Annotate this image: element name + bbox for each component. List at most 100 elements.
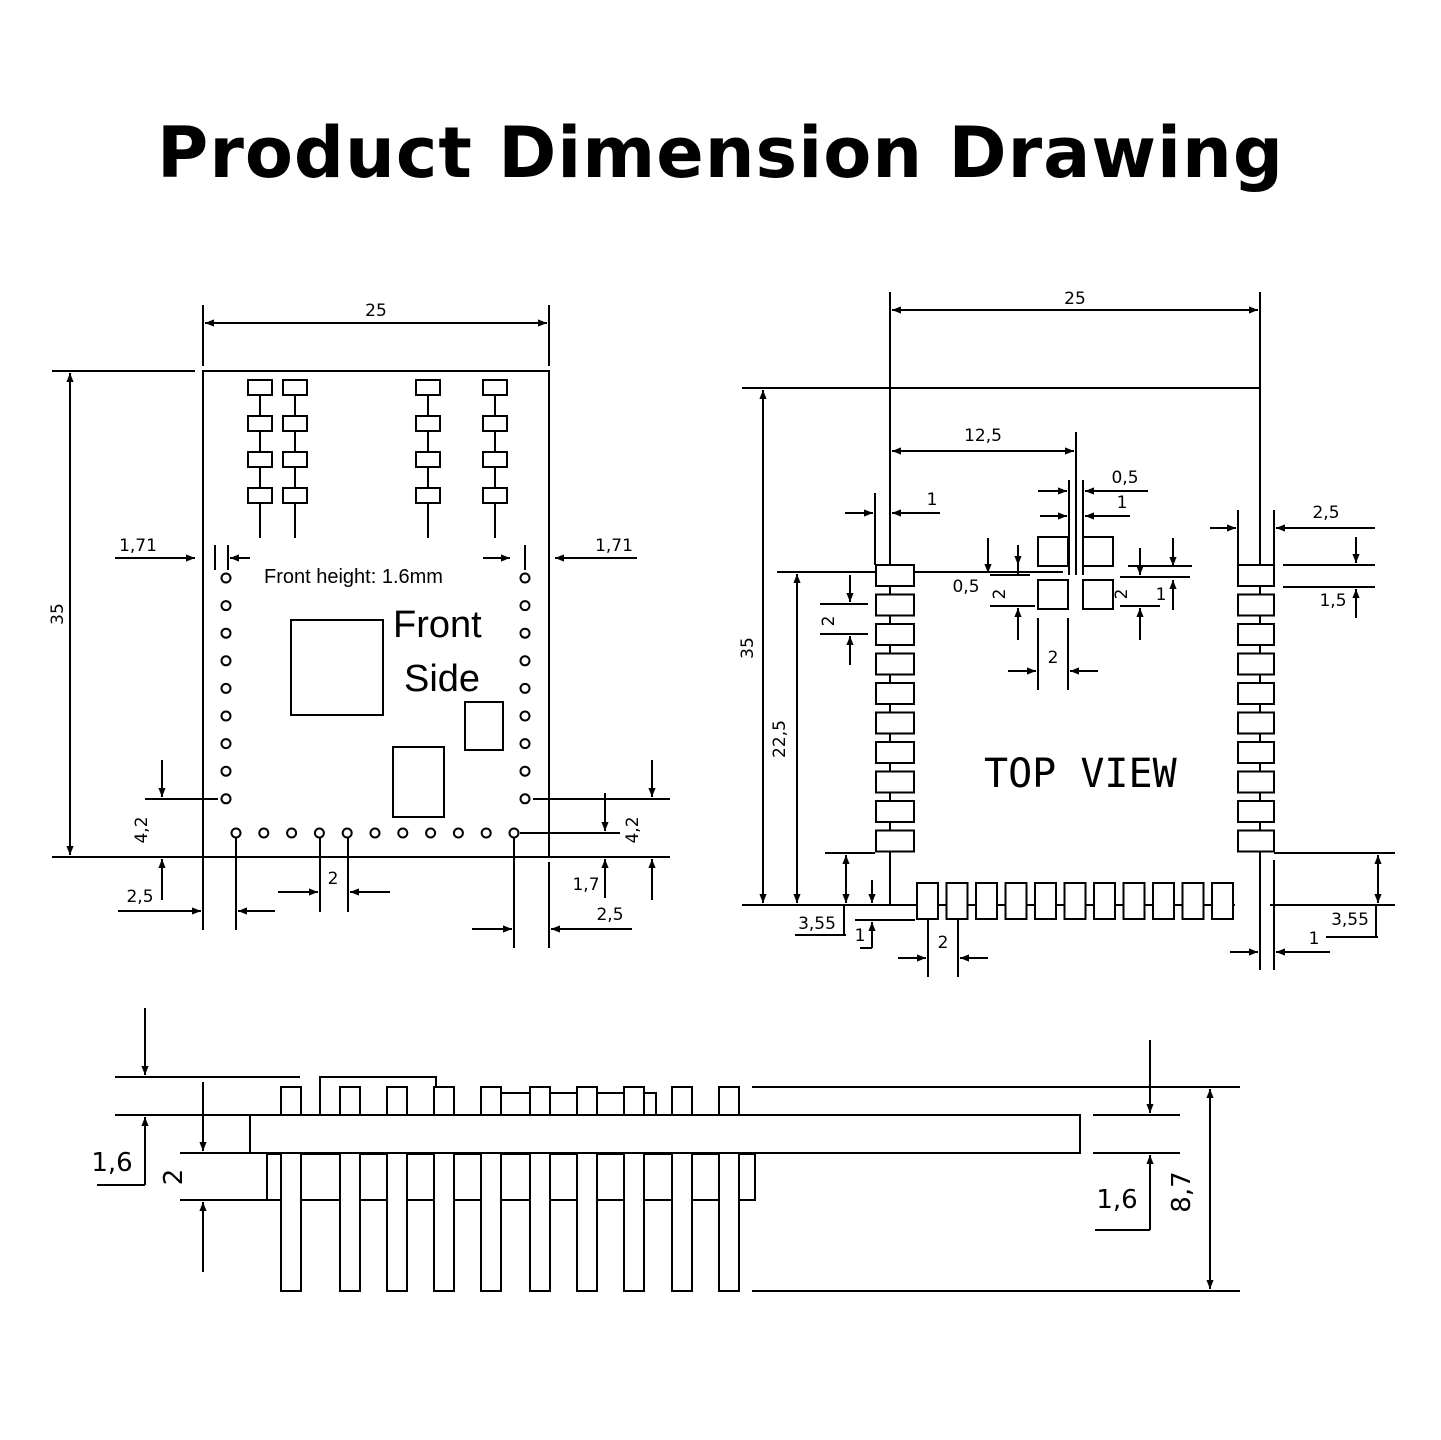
- pin-hole-bottom: [258, 827, 270, 839]
- pin-hole-right: [519, 710, 531, 722]
- header-pin: [415, 379, 441, 396]
- side-pin-top: [480, 1086, 502, 1116]
- top-pads: [875, 536, 1275, 920]
- pad-left: [875, 652, 915, 676]
- pin-hole-right: [519, 600, 531, 612]
- pad-right: [1237, 652, 1275, 676]
- side-pin-left: 2: [159, 1169, 189, 1186]
- pin-hole-bottom: [230, 827, 242, 839]
- front-right-edge-offset: 2,5: [596, 905, 623, 925]
- header-pin: [247, 487, 273, 504]
- pad-left: [875, 829, 915, 853]
- pad-bottom: [916, 882, 939, 920]
- header-pin: [247, 415, 273, 432]
- pad-right: [1237, 829, 1275, 853]
- header-pin: [482, 379, 508, 396]
- header-pin: [247, 379, 273, 396]
- pad-right: [1237, 623, 1275, 646]
- side-pin-bottom: [339, 1152, 361, 1292]
- top-bottom-right-small: 1: [1309, 929, 1320, 949]
- front-right-bottom-offset: 4,2: [623, 816, 643, 843]
- pin-hole-bottom: [313, 827, 325, 839]
- front-pin-pitch: 2: [328, 869, 339, 889]
- pin-hole-left: [220, 710, 232, 722]
- pad-right: [1237, 741, 1275, 764]
- pin-hole-left: [220, 738, 232, 750]
- pin-hole-bottom: [452, 827, 464, 839]
- front-left-bottom-offset: 4,2: [132, 816, 152, 843]
- pin-hole-left: [220, 793, 232, 805]
- pin-hole-right: [519, 765, 531, 777]
- pad-left: [875, 564, 915, 587]
- header-pin: [482, 415, 508, 432]
- header-pin: [247, 451, 273, 468]
- top-center-pad-b: 2: [1112, 589, 1132, 600]
- top-center-pad-a: 2: [990, 589, 1010, 600]
- top-height-label: 35: [738, 637, 758, 659]
- pin-hole-bottom: [508, 827, 520, 839]
- pad-center: [1082, 579, 1114, 610]
- top-center-pad-width: 2: [1048, 648, 1059, 668]
- side-pin-bottom: [480, 1152, 502, 1292]
- pad-left: [875, 770, 915, 794]
- side-pcb-right: 1,6: [1096, 1185, 1137, 1215]
- side-pin-bottom: [386, 1152, 408, 1292]
- side-dimensions: [97, 1008, 1240, 1292]
- front-chip-mid: [392, 746, 445, 818]
- side-pin-bottom: [671, 1152, 693, 1292]
- pin-hole-left: [220, 765, 232, 777]
- side-pin-top: [671, 1086, 693, 1116]
- pad-left: [875, 741, 915, 764]
- pad-bottom: [1004, 882, 1028, 920]
- header-pin: [482, 451, 508, 468]
- pin-hole-right: [519, 572, 531, 584]
- side-pin-top: [623, 1086, 645, 1116]
- pin-hole-left: [220, 572, 232, 584]
- top-width-label: 25: [1064, 289, 1086, 309]
- header-pin: [415, 487, 441, 504]
- side-pin-bottom: [623, 1152, 645, 1292]
- pin-hole-left: [220, 655, 232, 667]
- front-pin-offset-left: 1,71: [119, 536, 157, 556]
- top-right-margin: 2,5: [1312, 503, 1339, 523]
- pin-hole-right: [519, 655, 531, 667]
- side-total-height: 8,7: [1167, 1171, 1197, 1212]
- front-chip-main: [290, 619, 384, 716]
- pad-right: [1237, 682, 1275, 705]
- header-pin: [482, 487, 508, 504]
- header-pin: [282, 487, 308, 504]
- header-pin: [415, 451, 441, 468]
- front-board-outline: [202, 370, 550, 858]
- top-view-label: TOP VIEW: [984, 751, 1178, 797]
- pad-right: [1237, 800, 1275, 823]
- top-bottom-pitch: 2: [938, 933, 949, 953]
- top-small-gap: 0,5: [952, 577, 979, 597]
- side-pin-top: [529, 1086, 551, 1116]
- header-pin: [415, 415, 441, 432]
- pad-bottom: [1063, 882, 1087, 920]
- pad-left: [875, 800, 915, 823]
- side-pin-top: [576, 1086, 598, 1116]
- pad-right: [1237, 770, 1275, 794]
- front-pin-holes: [220, 572, 531, 839]
- front-left-edge-offset: 2,5: [126, 887, 153, 907]
- pad-right: [1237, 711, 1275, 735]
- header-pin: [282, 451, 308, 468]
- pin-hole-right: [519, 738, 531, 750]
- front-label-line1: Front: [393, 604, 482, 646]
- pin-hole-bottom: [369, 827, 381, 839]
- front-width-label: 25: [365, 301, 387, 321]
- pad-bottom: [1152, 882, 1175, 920]
- side-pin-top: [280, 1086, 302, 1116]
- side-pin-bottom: [718, 1152, 740, 1292]
- top-view: [742, 292, 1395, 977]
- front-height-label: 35: [48, 603, 68, 625]
- top-center-offset: 12,5: [964, 426, 1002, 446]
- pin-hole-bottom: [397, 827, 409, 839]
- pad-bottom: [1093, 882, 1116, 920]
- pin-hole-right: [519, 627, 531, 639]
- pad-center: [1037, 536, 1069, 567]
- side-pin-bottom: [280, 1152, 302, 1292]
- top-bottom-left-small: 1: [855, 926, 866, 946]
